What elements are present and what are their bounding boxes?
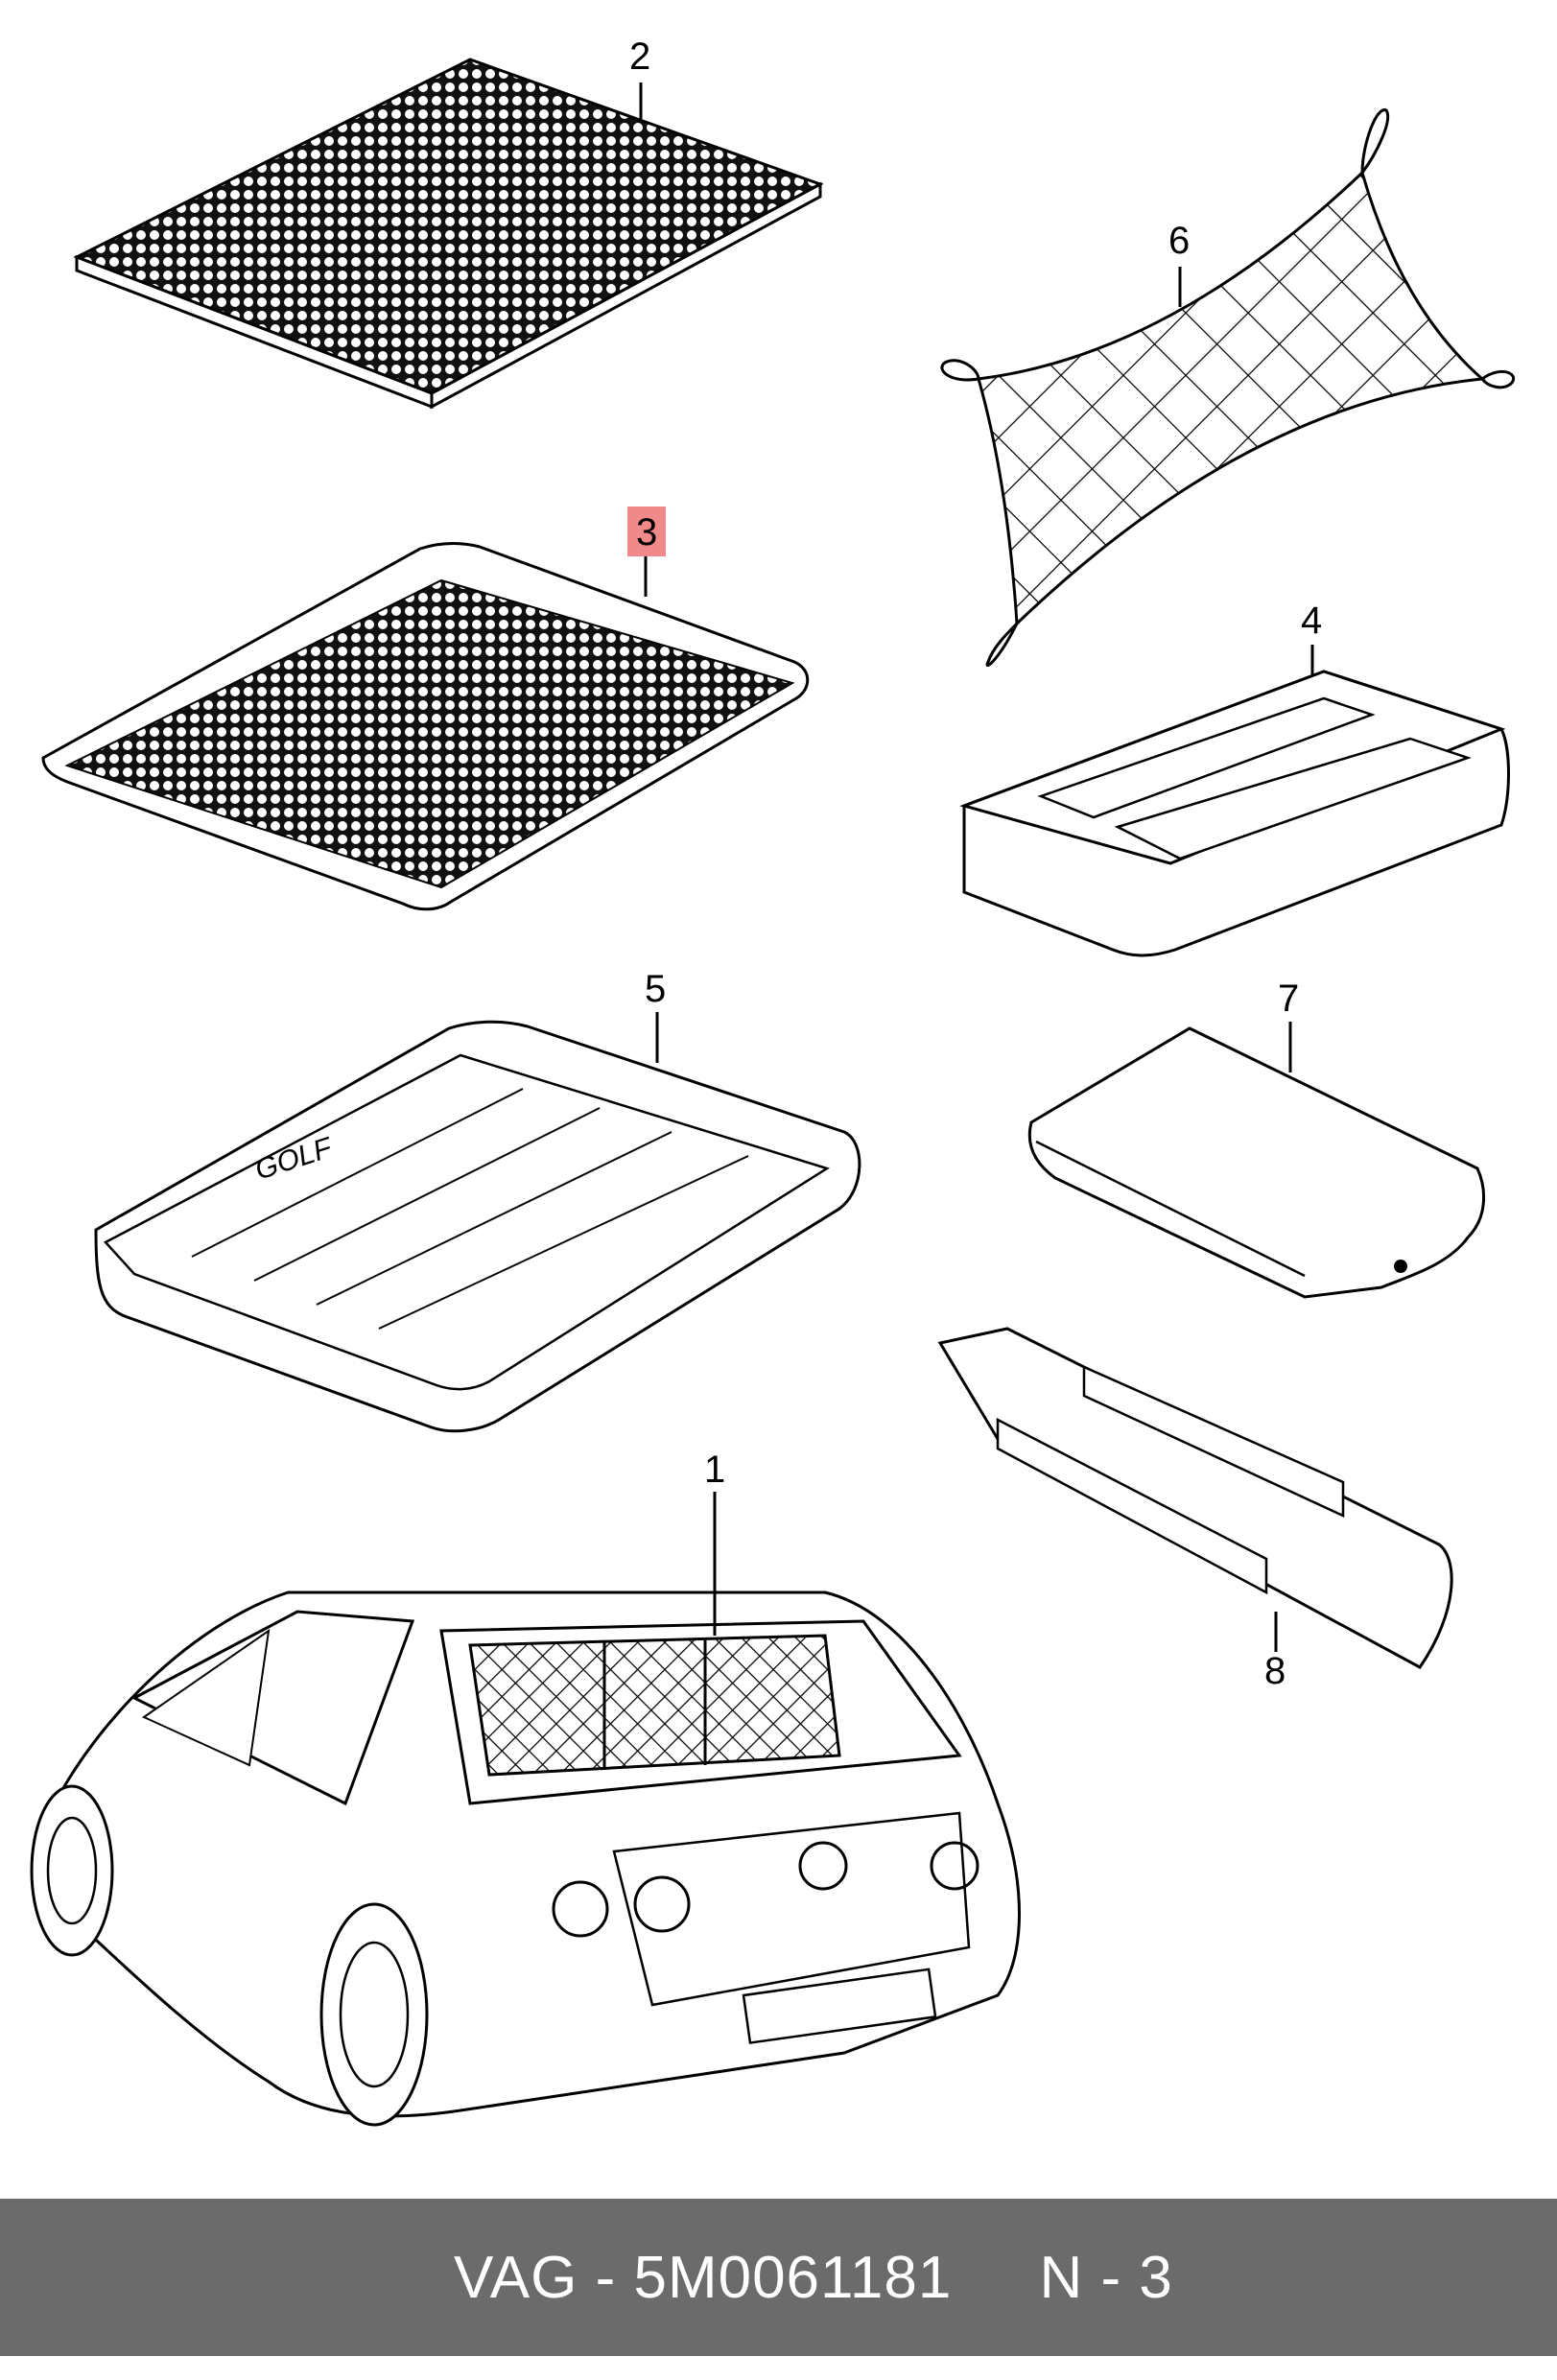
callout-8: 8: [1264, 1650, 1286, 1692]
parts-diagram: GOLF 2 3: [30, 35, 1515, 2127]
parcel-shelf-mat-part-7: [1027, 1022, 1486, 1299]
callout-7: 7: [1278, 978, 1299, 1020]
callout-5: 5: [645, 968, 666, 1010]
separator: -: [578, 2244, 634, 2311]
gap: [952, 2245, 1039, 2311]
part-number: 5M0061181: [633, 2244, 953, 2311]
luggage-tray-part-5: GOLF: [94, 1012, 861, 1433]
page-label: N - 3: [1039, 2244, 1173, 2311]
callout-6: 6: [1168, 220, 1190, 262]
callouts: 2 3 6 4 5 7 1 8: [627, 35, 1322, 1692]
callout-3: 3: [636, 511, 657, 554]
roller-cover-part-8: [937, 1327, 1453, 1669]
callout-2: 2: [629, 35, 650, 78]
car-with-partition-net-part-1: [30, 1492, 1021, 2127]
callout-1: 1: [704, 1449, 725, 1491]
luggage-cover-part-4: [959, 645, 1510, 957]
anti-slip-mat-part-2: [73, 58, 824, 410]
callout-4: 4: [1301, 600, 1322, 642]
callout-highlight: [627, 507, 666, 556]
luggage-tray-part-3: [41, 542, 810, 911]
brand-label: VAG: [454, 2244, 578, 2311]
footer-caption: VAG - 5M0061181 N - 3: [384, 2176, 1173, 2380]
footer-bar: VAG - 5M0061181 N - 3: [0, 2199, 1557, 2356]
luggage-net-part-6: [940, 108, 1515, 668]
